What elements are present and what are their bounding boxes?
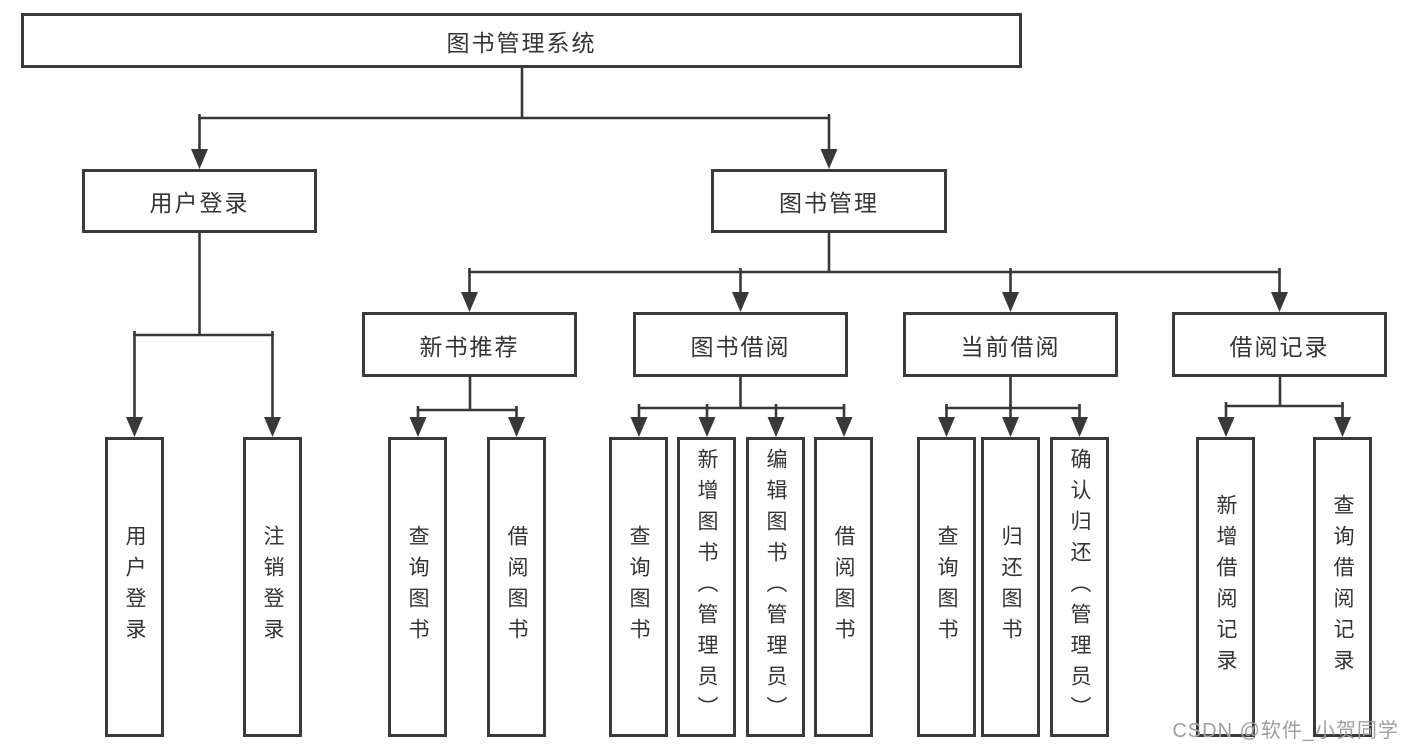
leaf-logout: 注销登录 <box>243 437 302 737</box>
node-current-borrow: 当前借阅 <box>903 312 1118 377</box>
node-new-book-recommend: 新书推荐 <box>362 312 577 377</box>
leaf-query-books-current: 查询图书 <box>917 437 976 737</box>
node-label: 新书推荐 <box>419 333 520 360</box>
node-library-management-system: 图书管理系统 <box>21 13 1022 68</box>
arrowhead-icon <box>630 417 648 437</box>
csdn-watermark: CSDN @软件_小贺同学 <box>1172 720 1399 742</box>
node-label: 编辑图书（管理员） <box>764 447 787 727</box>
arrowhead-icon <box>767 417 785 437</box>
leaf-query-borrow-record: 查询借阅记录 <box>1313 437 1372 737</box>
leaf-add-book-admin: 新增图书（管理员） <box>677 437 736 737</box>
node-label: 新增图书（管理员） <box>695 447 718 727</box>
node-label: 查询图书 <box>406 525 429 649</box>
leaf-confirm-return-admin: 确认归还（管理员） <box>1050 437 1109 737</box>
arrowhead-icon <box>461 292 478 312</box>
arrowhead-icon <box>938 417 955 437</box>
arrowhead-icon <box>191 149 208 169</box>
leaf-return-book: 归还图书 <box>981 437 1040 737</box>
leaf-edit-book-admin: 编辑图书（管理员） <box>746 437 805 737</box>
arrowhead-icon <box>1334 417 1351 437</box>
arrowhead-icon <box>1271 292 1288 312</box>
arrowhead-icon <box>1071 417 1088 437</box>
node-label: 图书管理系统 <box>446 29 597 56</box>
node-borrow-records: 借阅记录 <box>1172 312 1387 377</box>
node-label: 借阅记录 <box>1229 333 1330 360</box>
node-label: 查询图书 <box>627 525 650 649</box>
arrowhead-icon <box>409 417 427 437</box>
node-book-management: 图书管理 <box>711 169 947 233</box>
arrowhead-icon <box>820 149 838 169</box>
arrowhead-icon <box>508 417 525 437</box>
node-label: 归还图书 <box>999 525 1022 649</box>
leaf-borrow-books-recommend: 借阅图书 <box>487 437 546 737</box>
leaf-query-books-borrow: 查询图书 <box>609 437 668 737</box>
arrowhead-icon <box>264 417 281 437</box>
node-label: 确认归还（管理员） <box>1068 447 1091 727</box>
arrowhead-icon <box>1002 417 1019 437</box>
node-label: 新增借阅记录 <box>1214 494 1237 680</box>
node-label: 图书借阅 <box>690 333 791 360</box>
node-label: 用户登录 <box>149 190 250 216</box>
arrowhead-icon <box>1217 417 1235 437</box>
node-label: 查询借阅记录 <box>1331 494 1354 680</box>
node-label: 借阅图书 <box>832 525 855 649</box>
arrowhead-icon <box>1002 292 1019 312</box>
leaf-borrow-books: 借阅图书 <box>814 437 873 737</box>
node-label: 查询图书 <box>935 525 958 649</box>
leaf-add-borrow-record: 新增借阅记录 <box>1196 437 1255 737</box>
node-label: 当前借阅 <box>960 333 1061 360</box>
node-label: 注销登录 <box>261 525 284 649</box>
node-label: 图书管理 <box>779 190 879 216</box>
node-label: 借阅图书 <box>505 525 528 649</box>
arrowhead-icon <box>835 417 853 437</box>
node-label: 用户登录 <box>123 525 146 649</box>
arrowhead-icon <box>698 417 716 437</box>
arrowhead-icon <box>732 292 749 312</box>
node-book-borrow: 图书借阅 <box>633 312 848 377</box>
leaf-user-login: 用户登录 <box>105 437 164 737</box>
leaf-query-books-recommend: 查询图书 <box>388 437 447 737</box>
node-user-login: 用户登录 <box>82 169 317 233</box>
arrowhead-icon <box>126 417 143 437</box>
